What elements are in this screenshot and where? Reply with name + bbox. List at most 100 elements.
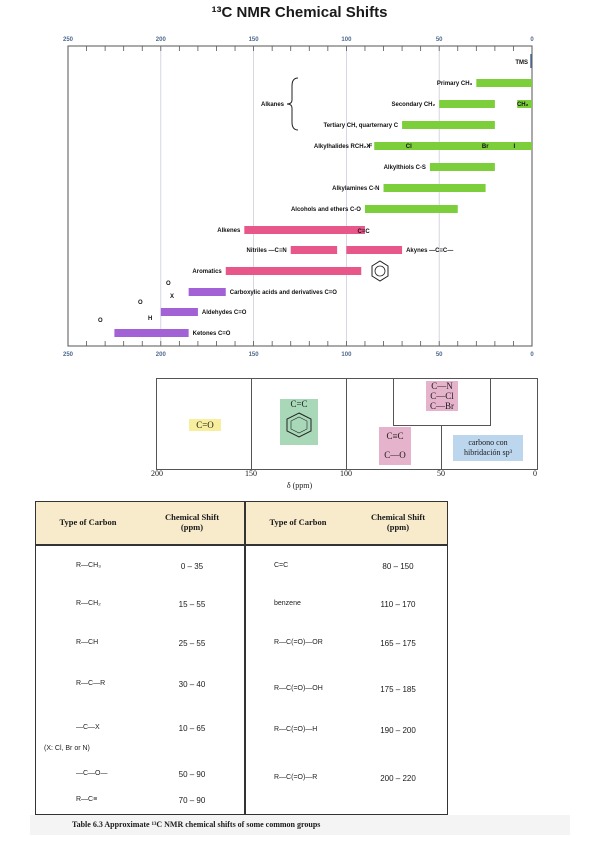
aldehyde-struct-o: O	[138, 300, 143, 306]
co-label: C—O	[384, 450, 406, 460]
bar-5	[429, 163, 495, 171]
bar-11	[225, 267, 362, 275]
left-structure: (X: Cl, Br or N)	[44, 745, 90, 752]
table-divider	[244, 502, 246, 814]
cbr-label: C—Br	[429, 401, 454, 411]
tick-200: 200	[151, 469, 163, 478]
tick-label-bottom: 150	[249, 352, 260, 358]
halide-label: Br	[482, 144, 489, 150]
tick-label-top: 250	[63, 37, 74, 43]
sp3-box: carbono con hibridación sp³	[453, 435, 523, 461]
left-structure: R—CH₃	[76, 562, 102, 569]
left-shift: 15 – 55	[178, 600, 206, 609]
bar-3	[402, 121, 495, 129]
header-shift-right: Chemical Shift (ppm)	[370, 512, 426, 532]
ccl-label: C—Cl	[430, 391, 454, 401]
bar-label-10: Akynes —C≡C—	[406, 248, 453, 254]
bar-13	[160, 308, 198, 316]
shift-regions-figure: C=O C=C C—N C—Cl C—Br C≡C C—O carbono co…	[151, 378, 538, 478]
alkanes-brace	[286, 77, 299, 131]
table-caption: Table 6.3 Approximate ¹³C NMR chemical s…	[30, 815, 570, 835]
left-structure: —C—X	[76, 724, 100, 731]
bar-label-3: Tertiary CH, quarternary C	[324, 123, 399, 129]
table-header: Type of Carbon Chemical Shift (ppm) Type…	[36, 502, 447, 546]
bar-0	[476, 79, 532, 87]
tick-label-bottom: 100	[341, 352, 352, 358]
tick-150: 150	[245, 469, 257, 478]
tick-50: 50	[437, 469, 445, 478]
bar-label-14: Ketones C=O	[193, 331, 231, 337]
fig2-xlabel: δ (ppm)	[286, 481, 313, 490]
tick-label-top: 100	[341, 37, 352, 43]
bar-6	[383, 184, 486, 192]
tick-label-bottom: 0	[530, 352, 534, 358]
bar-label-1: Secondary CH₂	[392, 102, 436, 108]
bar-label-12: Carboxylic acids and derivatives C=O	[230, 290, 338, 296]
left-shift: 0 – 35	[180, 562, 204, 571]
left-structure: R—CH	[76, 639, 99, 646]
right-structure: R—C(=O)—H	[274, 726, 318, 733]
benzene-ring-icon	[374, 265, 386, 277]
bar-1	[439, 100, 495, 108]
bar-10	[346, 246, 403, 254]
bar-label-8: Alkenes	[217, 228, 241, 234]
left-shift: 70 – 90	[178, 796, 206, 805]
bar-9	[290, 246, 338, 254]
left-structure: —C—O—	[76, 770, 108, 777]
carbonyl-box: C=O	[189, 419, 221, 431]
page-title: ¹³C NMR Chemical Shifts	[211, 4, 388, 21]
benzene-icon	[286, 412, 312, 438]
halide-label: Cl	[406, 144, 412, 150]
tick-label-bottom: 50	[436, 352, 443, 358]
right-shift: 200 – 220	[380, 774, 416, 783]
right-shift: 165 – 175	[380, 639, 416, 648]
right-structure: C=C	[274, 562, 289, 569]
left-shift: 25 – 55	[178, 639, 206, 648]
shift-table: Type of Carbon Chemical Shift (ppm) Type…	[35, 501, 448, 815]
header-type-left: Type of Carbon	[59, 517, 117, 527]
tick-0: 0	[533, 469, 537, 478]
ch2-label: CH₂	[517, 102, 529, 108]
carboxyl-struct-x: X	[170, 294, 174, 300]
bar-2	[517, 100, 532, 108]
right-shift: 190 – 200	[380, 726, 416, 735]
right-shift: 175 – 185	[380, 685, 416, 694]
left-structure: R—C—R	[76, 680, 106, 687]
bar-label-4: Alkylhalides RCH₂X	[314, 144, 370, 150]
tick-label-top: 0	[530, 37, 534, 43]
bar-14	[114, 329, 189, 337]
left-structure: R—C≡	[76, 796, 98, 803]
tick-100: 100	[340, 469, 352, 478]
ketone-struct-o: O	[98, 318, 103, 324]
bar-label-7: Alcohols and ethers C-O	[291, 207, 361, 213]
bar-label-11: Aromatics	[192, 269, 222, 275]
divider-100	[346, 379, 347, 469]
aldehyde-struct-h: H	[148, 316, 152, 322]
tick-label-top: 200	[156, 37, 167, 43]
left-shift: 10 – 65	[178, 724, 206, 733]
alkyne-label: C≡C	[386, 431, 404, 441]
tick-label-top: 50	[436, 37, 443, 43]
right-structure: R—C(=O)—OH	[274, 685, 323, 692]
bar-label-0: Primary CH₃	[437, 81, 473, 87]
left-structure: R—CH₂	[76, 600, 101, 607]
tick-label-bottom: 200	[156, 352, 167, 358]
right-structure: benzene	[274, 600, 301, 607]
header-type-right: Type of Carbon	[269, 517, 327, 527]
halo-box: C—N C—Cl C—Br	[393, 379, 491, 426]
left-shift: 50 – 90	[178, 770, 206, 779]
nmr-shift-chart: 250250200200150150100100505000TMSPrimary…	[63, 37, 534, 358]
halide-label: I	[513, 144, 515, 150]
alkene-label: C=C	[290, 399, 308, 409]
benzene-icon	[371, 260, 389, 282]
alkene-struct-label: C=C	[358, 229, 371, 235]
bar-label-13: Aldehydes C=O	[202, 310, 247, 316]
carboxyl-struct-o: O	[166, 281, 171, 287]
bar-8	[244, 226, 365, 234]
tms-label: TMS	[515, 60, 528, 66]
halide-label: F	[369, 144, 373, 150]
bar-label-9: Nitriles —C≡N	[247, 248, 287, 254]
left-shift: 30 – 40	[178, 680, 206, 689]
bar-12	[188, 288, 226, 296]
bar-label-6: Alkylamines C-N	[332, 186, 379, 192]
